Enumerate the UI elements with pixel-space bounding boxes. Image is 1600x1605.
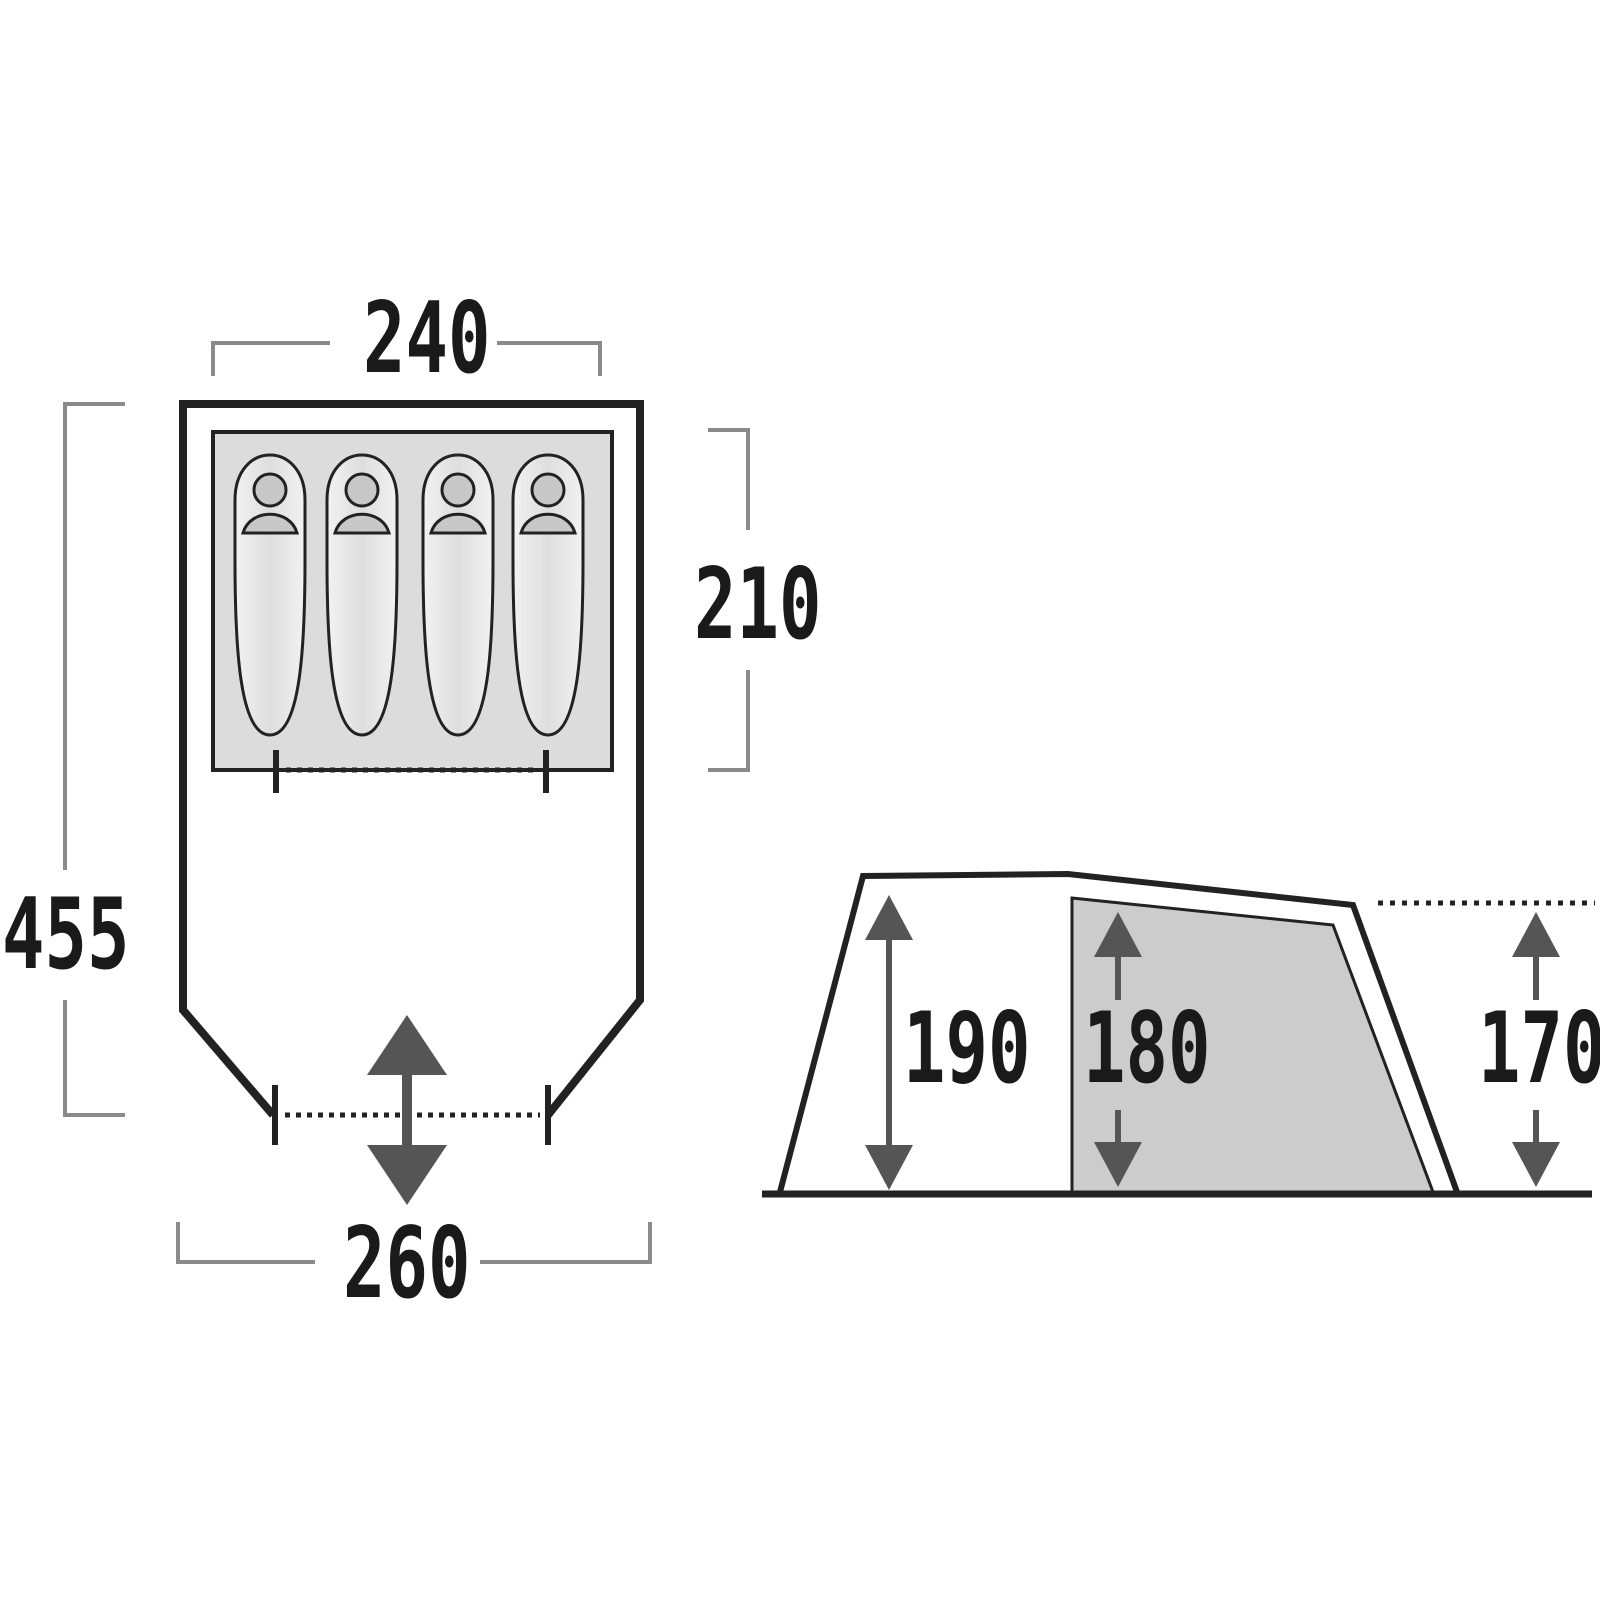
sleeping-bag-icon [325, 453, 399, 737]
bedroom-depth-label: 210 [694, 548, 822, 662]
height-arrow-icon [865, 895, 913, 1190]
person-icon [344, 472, 380, 508]
total-length-bracket [63, 402, 125, 1117]
tent-floor-outline [179, 400, 644, 1118]
total-length-label: 455 [2, 878, 130, 992]
front-height-label: 190 [903, 992, 1031, 1106]
front-width-bracket [176, 1222, 652, 1264]
top-width-bracket [211, 341, 602, 376]
bedroom-door [273, 750, 549, 793]
sleeping-bag-icon [511, 453, 585, 737]
entrance-door [272, 1085, 551, 1145]
sleeping-bag-icon [421, 453, 495, 737]
person-icon [440, 472, 476, 508]
door-arrow-icon [367, 1015, 447, 1205]
bedroom-depth-bracket [708, 428, 750, 772]
side-outer-shell [777, 870, 1460, 1194]
person-icon [252, 472, 288, 508]
person-icon [530, 472, 566, 508]
height-arrow-icon [1094, 912, 1142, 1187]
bedroom-height-label: 180 [1083, 992, 1211, 1106]
rear-height-label: 170 [1478, 992, 1600, 1106]
height-arrow-icon [1512, 912, 1560, 1187]
top-width-label: 240 [363, 282, 491, 396]
front-width-label: 260 [343, 1207, 471, 1321]
sleeping-bag-icon [233, 453, 307, 737]
